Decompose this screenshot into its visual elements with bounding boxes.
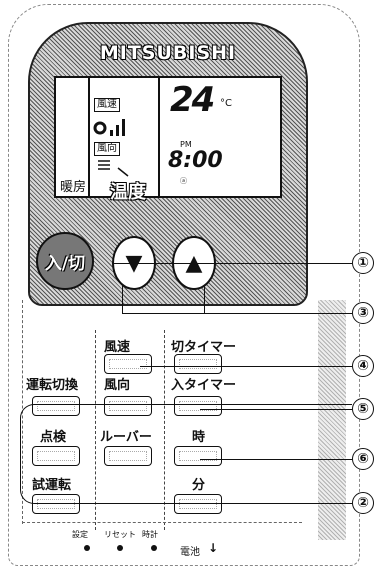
callout-line-3 [122,285,123,313]
column-divider [164,330,165,530]
set-label: 設定 [72,530,88,539]
lcd-fan-speed-label: 風速 [94,98,120,112]
louver-label: ルーバー [100,430,152,445]
callout-6: ⑥ [352,448,374,470]
fan-speed-label: 風速 [104,340,131,355]
callout-line-6 [200,459,352,460]
clock-label: 時計 [142,530,158,539]
minute-label: 分 [192,478,206,493]
panel-bottom-edge [22,522,302,523]
brand-logo: MITSUBISHI [99,42,237,64]
on-timer-button[interactable] [174,396,222,416]
off-timer-label: 切タイマー [171,340,237,355]
lcd-temperature: 24 [170,80,215,120]
lcd-clock: 8:00 [168,148,223,173]
callout-line-3 [204,285,205,313]
lcd-divider [158,78,160,196]
reset-pin-button[interactable] [117,545,123,551]
hour-label: 時 [192,430,206,445]
lcd-divider [88,78,90,196]
minute-button[interactable] [174,494,222,514]
off-timer-button[interactable] [174,354,222,374]
louver-button[interactable] [104,446,152,466]
callout-line-3 [122,313,352,314]
lcd-temp-unit: °C [220,98,232,109]
callout-3: ③ [352,302,374,324]
callout-1: ① [352,252,374,274]
vane-icon [98,160,129,177]
battery-label: 電池 [180,547,200,558]
vane-button[interactable] [104,396,152,416]
column-divider [95,330,96,530]
hour-button[interactable] [174,446,222,466]
callout-line-1 [112,263,352,264]
lcd-display: 風速 風向 暖房 24 °C PM 8:00 ⓐ [54,76,282,198]
callout-line-2 [20,404,352,504]
vane-label: 風向 [104,378,131,393]
test-run-label: 試運転 [32,478,72,493]
check-button[interactable] [32,446,80,466]
lcd-pm: PM [180,140,192,149]
fan-speed-button[interactable] [104,354,152,374]
power-label: 入/切 [44,253,86,274]
callout-5: ⑤ [352,398,374,420]
on-timer-label: 入タイマー [171,378,237,393]
mode-switch-label: 運転切換 [26,378,79,393]
battery-arrow-icon: ↓ [208,541,219,555]
test-run-button[interactable] [32,494,80,514]
temperature-label: 温度 [110,182,146,203]
lcd-mode: 暖房 [60,180,87,195]
power-button[interactable]: 入/切 [36,232,94,290]
check-label: 点検 [40,430,67,445]
callout-line-4 [140,366,352,367]
set-pin-button[interactable] [84,545,90,551]
lcd-vane-label: 風向 [94,142,120,156]
reset-label: リセット [104,530,136,539]
clock-pin-button[interactable] [151,545,157,551]
callout-2: ② [352,492,374,514]
callout-4: ④ [352,355,374,377]
remote-body [8,4,360,566]
fan-speed-icon [93,119,125,136]
callout-line-5 [200,409,352,410]
lcd-clock-marker: ⓐ [180,177,187,185]
